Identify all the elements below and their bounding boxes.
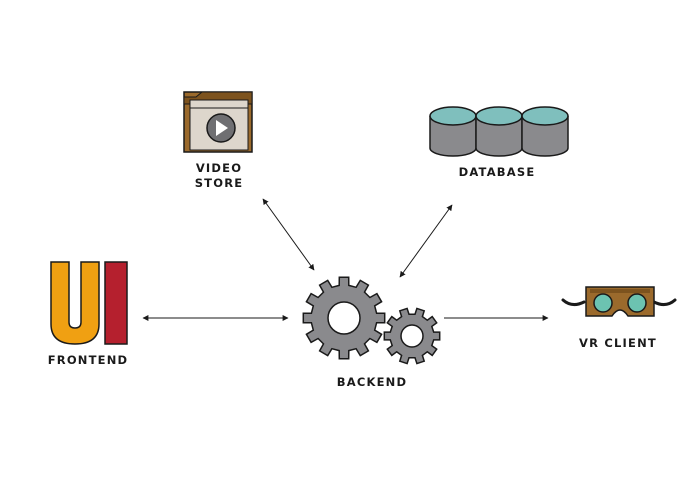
database-node: DATABASE	[429, 106, 569, 179]
edge-videostore-backend	[262, 198, 315, 271]
large-gear	[302, 276, 386, 360]
ui-logo-icon	[50, 261, 128, 345]
vr-client-node: VR CLIENT	[561, 286, 677, 350]
video-store-label-line1: VIDEO	[196, 161, 242, 175]
edge-database-backend	[399, 204, 453, 278]
database-label: DATABASE	[459, 165, 536, 179]
folder-video-icon	[183, 91, 253, 153]
gear-hole	[400, 324, 424, 348]
database-icon	[429, 106, 569, 157]
backend-node: BACKEND	[302, 276, 441, 389]
vr-client-label: VR CLIENT	[579, 336, 657, 350]
vr-headset-icon	[561, 286, 677, 317]
frontend-label: FRONTEND	[48, 353, 129, 367]
gear-hole	[327, 301, 361, 335]
video-store-node: VIDEO STORE	[183, 91, 253, 190]
frontend-node: FRONTEND	[48, 261, 129, 367]
gears-icon	[302, 276, 441, 365]
small-gear	[383, 307, 441, 365]
video-store-label-line2: STORE	[195, 176, 244, 190]
backend-label: BACKEND	[337, 375, 407, 389]
